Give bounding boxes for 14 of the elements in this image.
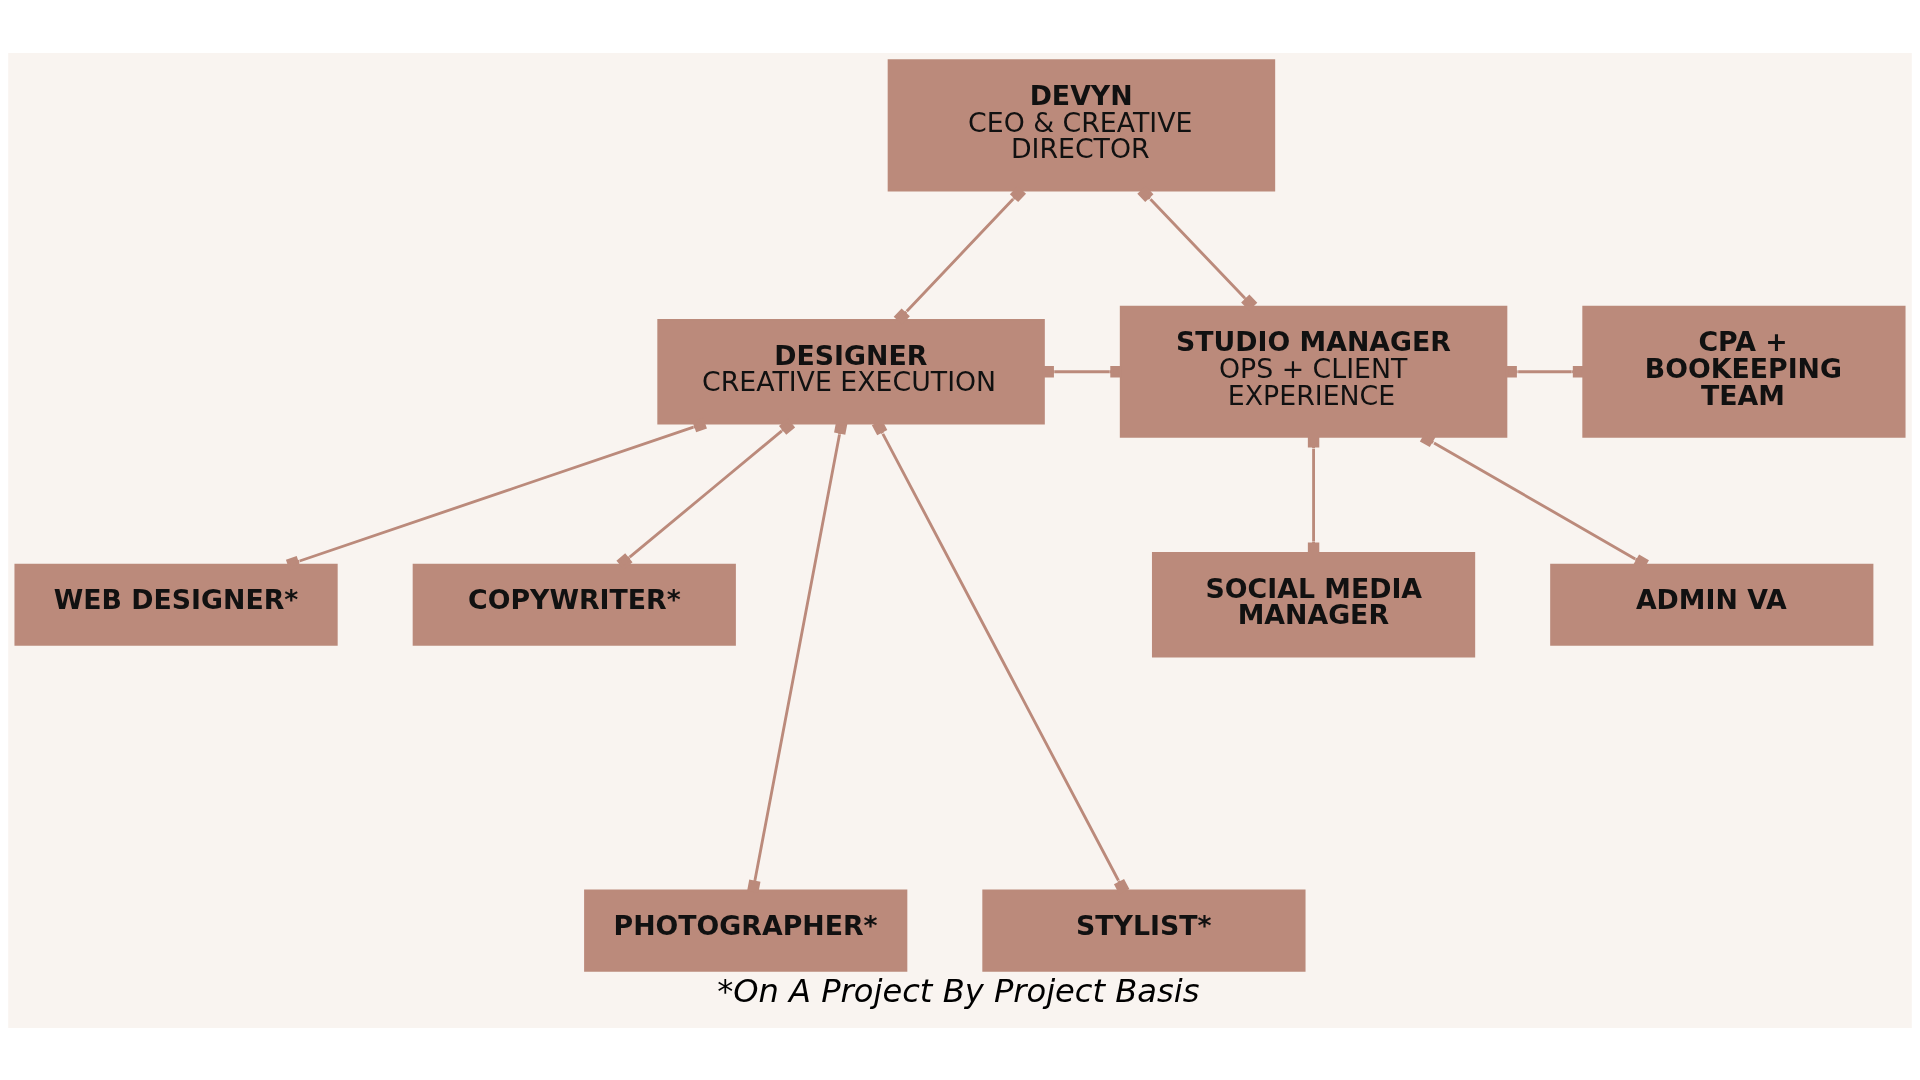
node-box: ADMIN VA [1550,563,1874,646]
node-box: STUDIO MANAGER OPS + CLIENT EXPERIENCE [1119,305,1508,438]
node-box: WEB DESIGNER* [14,563,338,646]
node-box: SOCIAL MEDIA MANAGER [1151,551,1476,657]
caption: *On A Project By Project Basis [717,971,1200,1010]
node-box: DESIGNER CREATIVE EXECUTION [657,318,1045,424]
connector [1505,365,1585,377]
node-box: DEVYN CEO & CREATIVE DIRECTOR [887,58,1276,191]
node-box: STYLIST* [982,889,1306,972]
connector [1307,435,1320,554]
node-box: COPYWRITER* [412,563,736,646]
node-box: CPA + BOOKEEPING TEAM [1582,305,1906,438]
node-box: PHOTOGRAPHER* [584,889,908,972]
connector [1042,365,1122,377]
